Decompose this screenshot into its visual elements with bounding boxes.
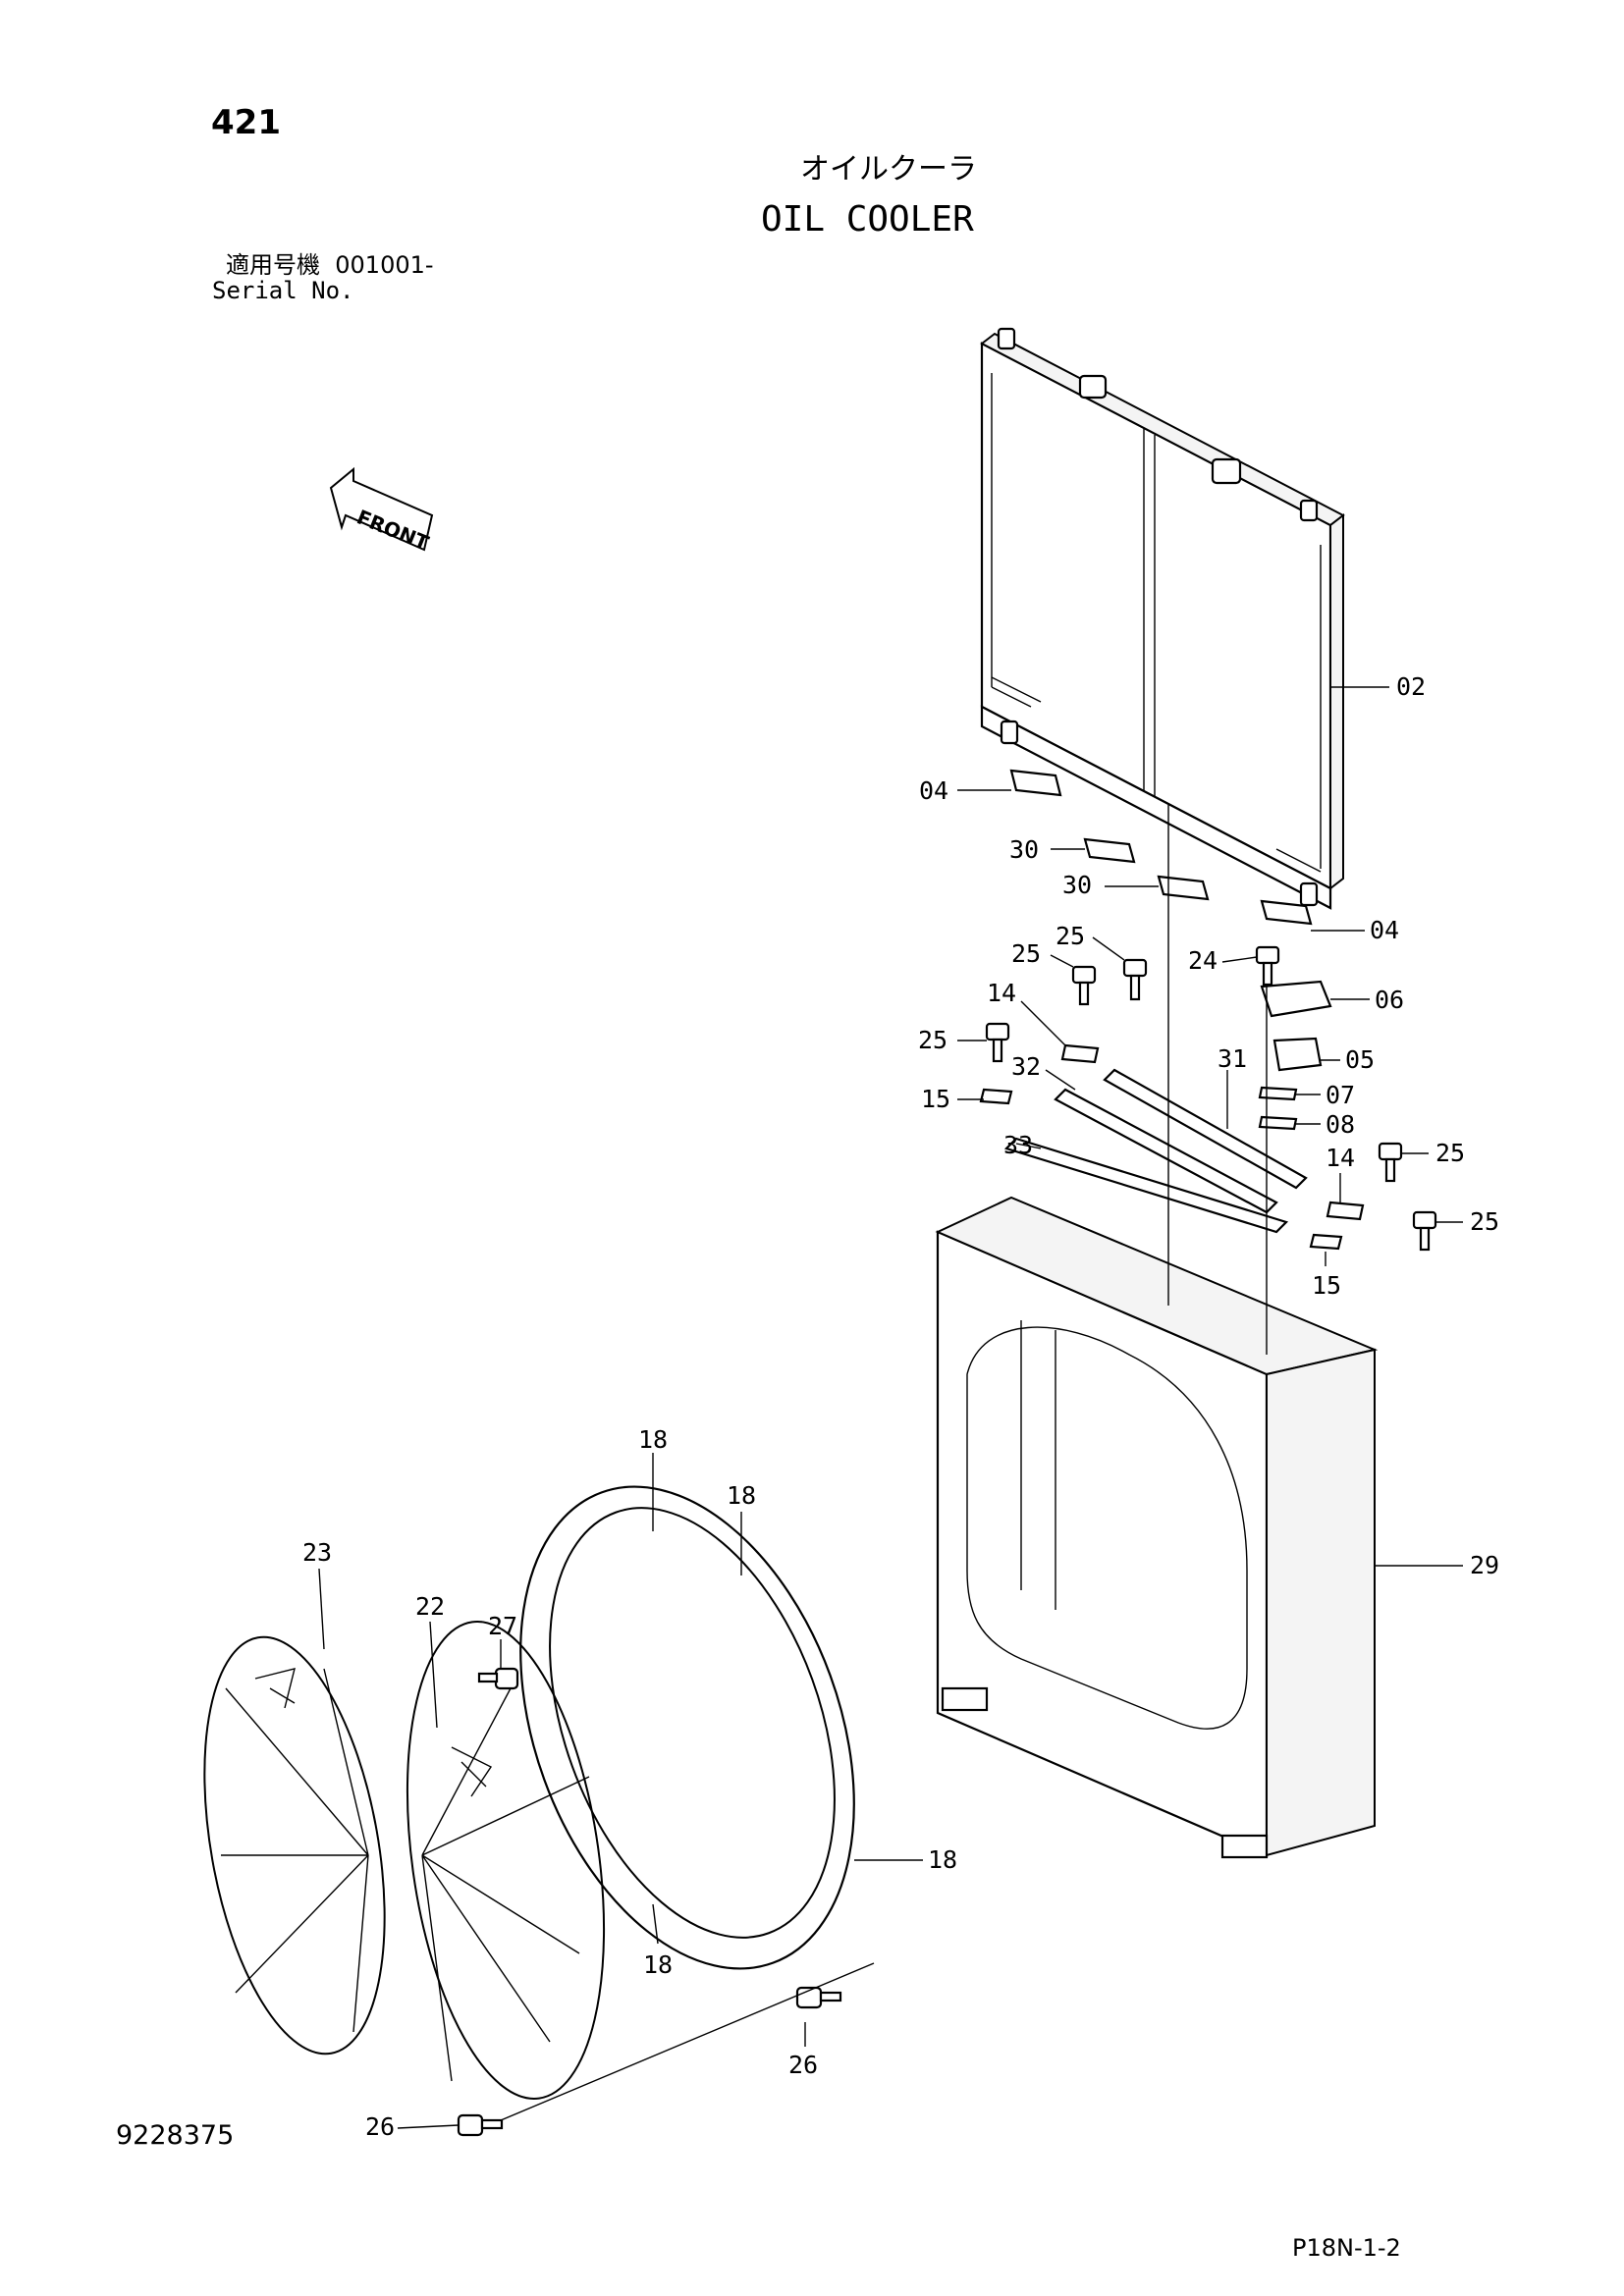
callout-25-a: 25 — [1011, 939, 1041, 968]
callout-25-e: 25 — [1470, 1207, 1499, 1236]
bolt-25-b — [1122, 958, 1148, 1001]
plate-14-b — [1326, 1201, 1365, 1221]
plate-15-a — [979, 1088, 1013, 1105]
callout-29: 29 — [1470, 1551, 1499, 1579]
mounting-pad-30-a — [1083, 837, 1136, 864]
shim-07 — [1258, 1086, 1298, 1101]
bolt-26-b — [457, 2113, 504, 2137]
reference-code: P18N-1-2 — [1292, 2234, 1401, 2262]
callout-14-a: 14 — [987, 979, 1016, 1007]
bolt-25-c — [985, 1022, 1010, 1063]
frame-29 — [935, 1196, 1379, 1859]
callout-26-right: 26 — [788, 2051, 818, 2079]
callout-23: 23 — [302, 1538, 332, 1567]
callout-26-left: 26 — [365, 2112, 395, 2141]
callout-14-b: 14 — [1326, 1144, 1355, 1172]
cover-05 — [1272, 1037, 1323, 1072]
serial-range: 001001- — [335, 251, 434, 279]
callout-06: 06 — [1375, 986, 1404, 1014]
leader-lines — [318, 686, 1463, 2129]
callout-02: 02 — [1396, 672, 1426, 701]
callout-25-b: 25 — [1056, 922, 1085, 950]
callout-18-bottom: 18 — [643, 1950, 673, 1979]
strip-33 — [1003, 1137, 1289, 1234]
plate-14-a — [1060, 1043, 1100, 1064]
callout-31: 31 — [1218, 1044, 1247, 1073]
callout-25-d: 25 — [1435, 1139, 1465, 1167]
callout-18-right: 18 — [928, 1845, 957, 1874]
callout-24: 24 — [1188, 946, 1218, 975]
bolt-25-d — [1378, 1142, 1403, 1183]
callout-05: 05 — [1345, 1045, 1375, 1074]
bolt-25-e — [1412, 1210, 1437, 1252]
callout-18-upper-right: 18 — [727, 1481, 756, 1510]
callout-25-c: 25 — [918, 1026, 947, 1054]
bolt-24 — [1255, 945, 1280, 987]
callout-33: 33 — [1003, 1131, 1033, 1159]
front-label: FRONT — [353, 505, 432, 555]
callout-04-right: 04 — [1370, 916, 1399, 944]
callout-labels: 02 04 30 30 04 25 25 24 06 14 25 05 32 3… — [302, 672, 1499, 2141]
callout-15-b: 15 — [1312, 1271, 1341, 1300]
callout-22: 22 — [415, 1592, 445, 1621]
mounting-pad-04-right — [1260, 899, 1313, 926]
serial-label-jp-text: 適用号機 — [226, 251, 320, 279]
fan-guard-23 — [203, 1635, 386, 2056]
oil-cooler-core — [980, 327, 1345, 910]
callout-30-b: 30 — [1062, 871, 1092, 899]
callout-18-top: 18 — [638, 1425, 668, 1454]
serial-label-japanese: 適用号機 001001- — [226, 253, 434, 277]
mounting-pad-30-b — [1157, 875, 1210, 901]
strip-31 — [1103, 1068, 1308, 1190]
serial-label-english: Serial No. — [212, 277, 354, 304]
fan-ring-18 — [519, 1485, 855, 1970]
fan-guard-22 — [406, 1621, 606, 2100]
callout-15-a: 15 — [921, 1085, 950, 1113]
front-direction-arrow: FRONT — [329, 466, 434, 555]
clamp-06 — [1260, 980, 1332, 1018]
bolt-26-a — [795, 1986, 842, 2009]
title-japanese: オイルクーラ — [800, 152, 977, 187]
callout-04-left: 04 — [919, 776, 948, 805]
bolt-25-a — [1071, 965, 1097, 1006]
shim-08 — [1258, 1115, 1298, 1131]
drawing-number: 9228375 — [116, 2120, 235, 2151]
callout-08: 08 — [1326, 1110, 1355, 1139]
plate-15-b — [1309, 1233, 1343, 1251]
mounting-pad-04-left — [1009, 769, 1062, 797]
callout-07: 07 — [1326, 1081, 1355, 1109]
callout-32: 32 — [1011, 1052, 1041, 1081]
bolt-27 — [477, 1667, 519, 1690]
title-english: OIL COOLER — [761, 199, 974, 240]
callout-27: 27 — [488, 1612, 517, 1640]
page-number: 421 — [211, 103, 281, 142]
callout-30-a: 30 — [1009, 835, 1039, 864]
